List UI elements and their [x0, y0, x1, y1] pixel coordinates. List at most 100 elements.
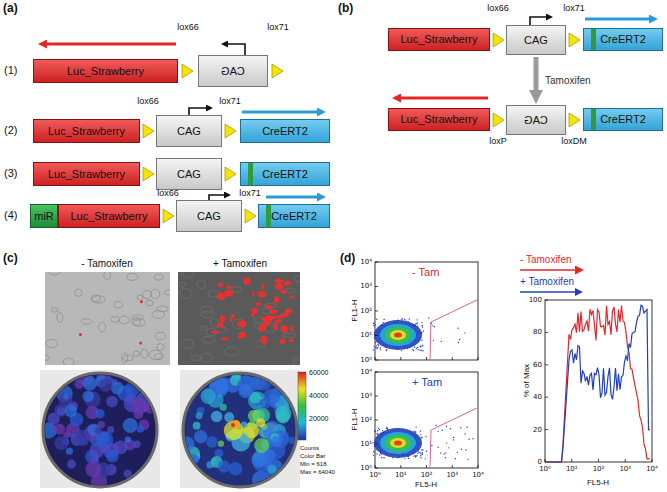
event-dot	[379, 349, 380, 350]
fluorescent-cell	[274, 319, 282, 323]
cell	[79, 333, 82, 336]
event-dot	[382, 430, 383, 431]
event-dot	[374, 346, 375, 347]
cre-gene-box: CreERT2	[240, 119, 330, 143]
signal-spot	[133, 440, 140, 447]
fluorescent-cell	[258, 325, 265, 332]
tick-label: 10¹	[395, 471, 407, 479]
event-dot	[421, 437, 422, 438]
signal-spot	[268, 465, 277, 474]
condition-label: + Tam	[412, 376, 442, 389]
fluorescent-cell	[238, 335, 241, 339]
event-dot	[375, 324, 376, 325]
reporter-gene-box: Luc_Strawberry	[388, 28, 490, 51]
signal-spot	[57, 407, 65, 415]
event-dot	[459, 339, 460, 340]
tick-label: 10¹	[360, 331, 372, 339]
event-dot	[443, 453, 444, 454]
tick-label: 100	[529, 296, 542, 304]
gene-label: CAG	[197, 210, 221, 222]
cell	[132, 315, 144, 320]
gene-label: CAG	[177, 168, 201, 180]
site-label: lox71	[219, 96, 241, 106]
event-dot	[437, 447, 438, 448]
signal-spot	[254, 372, 272, 390]
signal-spot	[194, 430, 207, 443]
density-contour	[394, 333, 402, 338]
cell	[146, 300, 153, 306]
event-dot	[417, 452, 418, 453]
event-dot	[376, 433, 377, 434]
row-number: (3)	[4, 167, 17, 180]
event-dot	[380, 347, 381, 348]
promoter-arrow	[530, 17, 548, 25]
event-dot	[440, 452, 441, 453]
event-dot	[412, 349, 413, 350]
panel-letter: (d)	[340, 252, 355, 266]
signal-spot	[265, 459, 283, 477]
plate-frame	[180, 370, 300, 488]
event-dot	[404, 458, 405, 459]
axis-tick	[545, 429, 548, 430]
event-dot	[383, 457, 384, 458]
density-contour	[390, 330, 406, 340]
fluorescent-cell	[265, 305, 268, 309]
event-dot	[448, 447, 449, 448]
event-dot	[431, 445, 432, 446]
event-dot	[425, 458, 426, 459]
signal-spot	[123, 418, 138, 433]
event-dot	[376, 319, 377, 320]
cell	[201, 311, 215, 318]
event-dot	[419, 350, 420, 351]
event-dot	[421, 345, 422, 346]
axis-tick	[426, 465, 427, 468]
cell	[293, 357, 300, 364]
site-label: lox66	[157, 188, 179, 198]
event-dot	[373, 455, 374, 456]
tick-label: 20	[533, 426, 542, 434]
site-label: lox66	[137, 96, 159, 106]
fluorescent-cell	[285, 308, 293, 313]
fluorescent-cell	[289, 327, 293, 331]
event-dot	[422, 452, 423, 453]
cell	[263, 308, 271, 314]
gene-label: Luc_Strawberry	[48, 125, 125, 137]
event-dot	[465, 449, 466, 450]
event-dot	[421, 322, 422, 323]
cell	[57, 313, 63, 322]
signal-spot	[131, 397, 148, 414]
event-dot	[373, 349, 374, 350]
signal-spot	[189, 454, 199, 464]
event-dot	[373, 322, 374, 323]
site-label: lox71	[239, 188, 261, 198]
cre-gene-box: CreERT2	[583, 108, 663, 131]
cell	[149, 350, 162, 359]
fluorescent-cell	[258, 291, 266, 298]
site-label: loxDM	[561, 136, 587, 146]
cell	[92, 296, 105, 303]
cell	[181, 339, 194, 348]
axis-tick	[375, 311, 378, 312]
reporter-gene-box: Luc_Strawberry	[388, 108, 490, 131]
cell	[49, 272, 60, 275]
event-dot	[383, 319, 384, 320]
event-dot	[421, 453, 422, 454]
event-dot	[422, 345, 423, 346]
axis-tick	[375, 372, 378, 373]
color-bar	[298, 372, 306, 440]
legend-entry: + Tamoxifen	[520, 276, 574, 287]
site-label: lox71	[267, 22, 289, 32]
fluorescent-cell	[220, 315, 226, 322]
event-dot	[378, 427, 379, 428]
gene-label: CreERT2	[271, 210, 317, 222]
axis-title: % of Max	[522, 364, 531, 397]
fluorescent-cell	[229, 318, 233, 321]
fluorescent-cell	[274, 279, 283, 283]
cell	[295, 276, 300, 282]
histogram-trace	[548, 305, 650, 462]
culture-plate	[43, 373, 157, 487]
event-dot	[437, 431, 438, 432]
event-dot	[425, 436, 426, 437]
tick-label: 10³	[360, 282, 372, 290]
cell	[179, 288, 191, 298]
